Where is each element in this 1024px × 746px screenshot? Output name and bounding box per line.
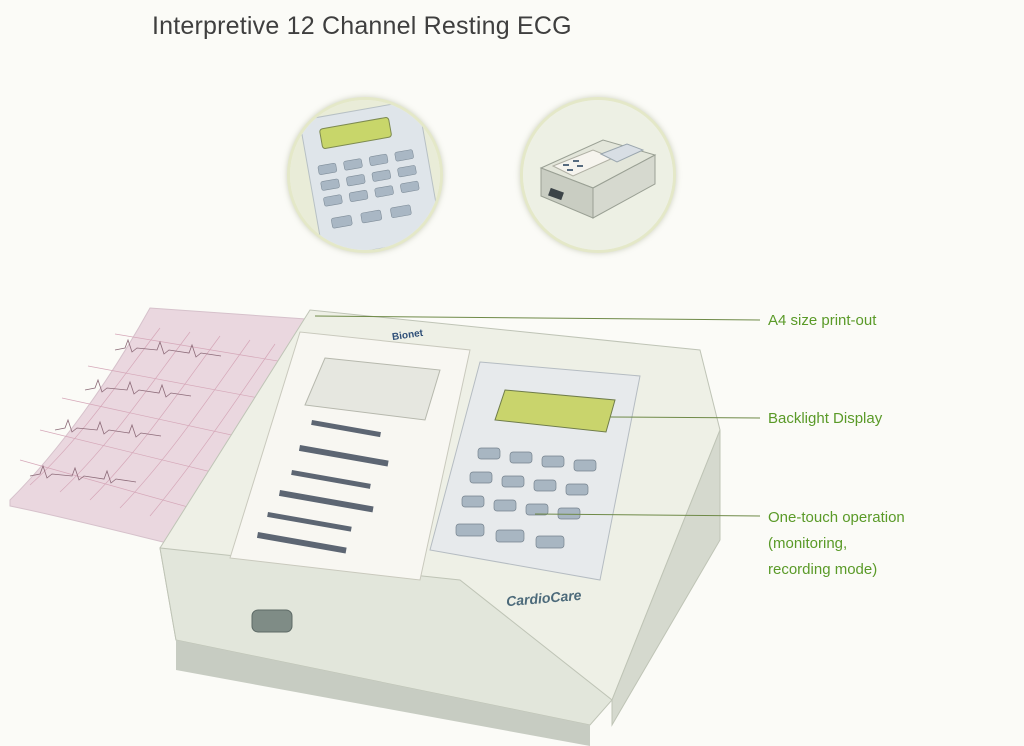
device-overview-thumbnail [520,97,676,253]
callout-a4-text: A4 size print-out [768,312,877,329]
callout-onetouch-line3: recording mode) [768,561,878,578]
callout-onetouch-line1: One-touch operation [768,509,905,526]
callout-one-touch-operation: One-touch operation (monitoring, recordi… [768,505,905,583]
callout-onetouch-line2: (monitoring, [768,535,848,552]
ecg-device-photo [9,307,761,746]
callout-a4-printout: A4 size print-out [768,308,876,334]
keypad-closeup-thumbnail [287,97,443,253]
control-panel [429,361,641,581]
page-title: Interpretive 12 Channel Resting ECG [152,12,572,40]
callout-backlight-display: Backlight Display [768,406,882,432]
lcd-display [494,389,616,433]
user-manual-booklet [229,331,471,581]
callout-backlight-text: Backlight Display [768,410,883,427]
